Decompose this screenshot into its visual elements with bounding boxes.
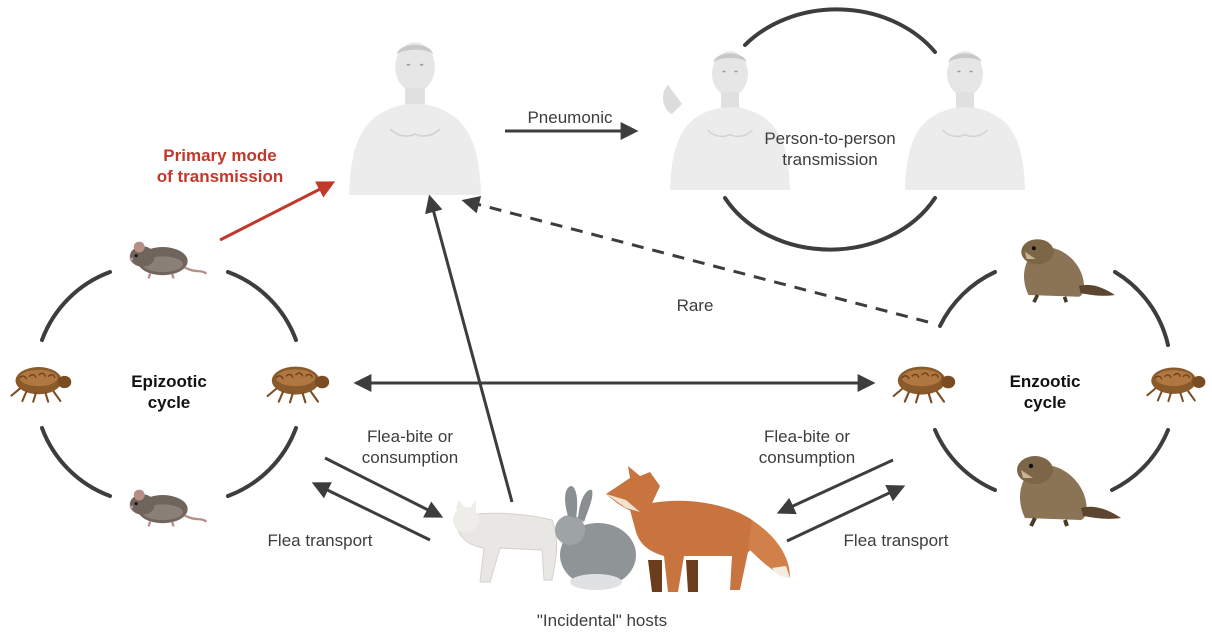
label-flea-bite-right-line1: Flea-bite or	[737, 426, 877, 447]
coughing-hand	[663, 85, 682, 114]
label-enzootic-line2: cycle	[980, 392, 1110, 413]
flea-enzootic-left	[894, 367, 956, 403]
flea-left	[11, 367, 71, 402]
label-pneumonic: Pneumonic	[500, 107, 640, 128]
label-flea-bite-right-line2: consumption	[737, 447, 877, 468]
label-flea-bite-left-line2: consumption	[340, 447, 480, 468]
label-flea-transport-right: Flea transport	[826, 530, 966, 551]
label-primary-mode-line2: of transmission	[140, 166, 300, 187]
human-figure	[349, 42, 481, 195]
marmot-top	[1021, 239, 1115, 302]
flea-enzootic-right	[1147, 367, 1205, 401]
label-enzootic-line1: Enzootic	[980, 371, 1110, 392]
arrow-primary-mode	[220, 183, 332, 240]
rat-bottom	[130, 490, 207, 527]
human-figure-2	[905, 51, 1025, 190]
label-person-to-person-line2: transmission	[740, 149, 920, 170]
label-rare: Rare	[655, 295, 735, 316]
incidental-hosts-animals	[453, 466, 790, 592]
label-epizootic-line2: cycle	[104, 392, 234, 413]
label-flea-transport-left: Flea transport	[250, 530, 390, 551]
marmot-bottom	[1017, 456, 1121, 526]
label-person-to-person-line1: Person-to-person	[740, 128, 920, 149]
flea-epizootic-right	[268, 367, 330, 403]
label-epizootic-line1: Epizootic	[104, 371, 234, 392]
rat-top	[130, 242, 207, 279]
label-flea-bite-left-line1: Flea-bite or	[340, 426, 480, 447]
label-incidental-hosts: "Incidental" hosts	[522, 610, 682, 631]
label-primary-mode-line1: Primary mode	[140, 145, 300, 166]
